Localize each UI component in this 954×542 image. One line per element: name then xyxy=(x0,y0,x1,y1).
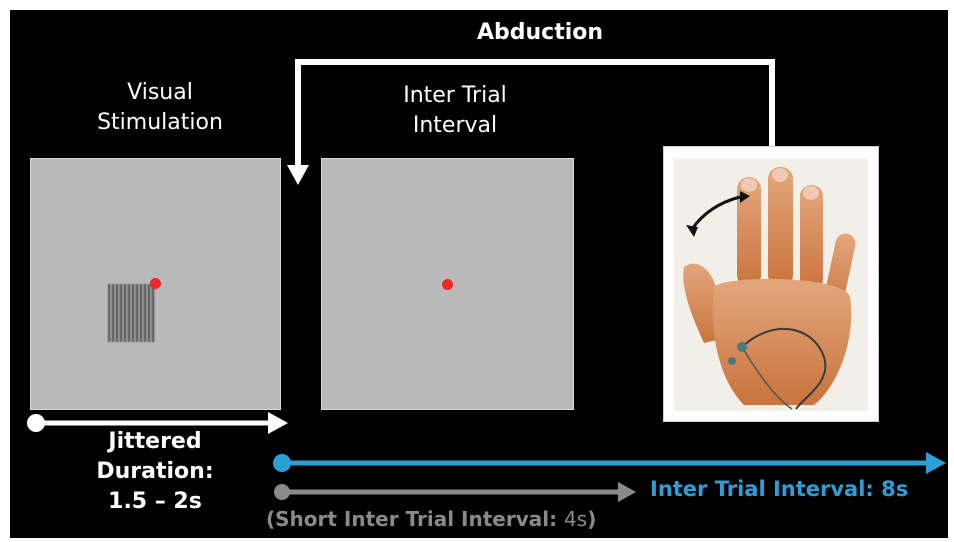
inter-trial-interval-line-1: Inter Trial xyxy=(403,83,507,108)
visual-stimulation-label: Visual Stimulation xyxy=(60,78,260,138)
fixation-dot xyxy=(150,278,161,289)
short-iti-value: 4s xyxy=(564,507,588,531)
visual-stimulation-line-1: Visual xyxy=(127,80,193,105)
jittered-line-3: 1.5 – 2s xyxy=(108,489,202,514)
visual-stimulation-screen xyxy=(30,158,281,410)
short-iti-prefix: (Short Inter Trial Interval: xyxy=(266,507,565,531)
inter-trial-interval-screen xyxy=(321,158,574,410)
long-iti-label: Inter Trial Interval: 8s xyxy=(650,477,909,501)
jittered-line-2: Duration: xyxy=(96,459,214,484)
visual-stimulation-line-2: Stimulation xyxy=(97,110,223,135)
fixation-dot xyxy=(442,279,453,290)
inter-trial-interval-label: Inter Trial Interval xyxy=(355,81,555,141)
jittered-line-1: Jittered xyxy=(108,429,202,454)
abduction-label: Abduction xyxy=(476,20,604,45)
short-iti-label: (Short Inter Trial Interval: 4s) xyxy=(266,504,646,534)
hand-illustration xyxy=(674,159,868,411)
grating-stimulus xyxy=(108,284,155,342)
hand-photo xyxy=(663,146,879,422)
jittered-duration-label: Jittered Duration: 1.5 – 2s xyxy=(60,427,250,517)
inter-trial-interval-line-2: Interval xyxy=(412,113,498,138)
short-iti-suffix: ) xyxy=(587,507,597,531)
